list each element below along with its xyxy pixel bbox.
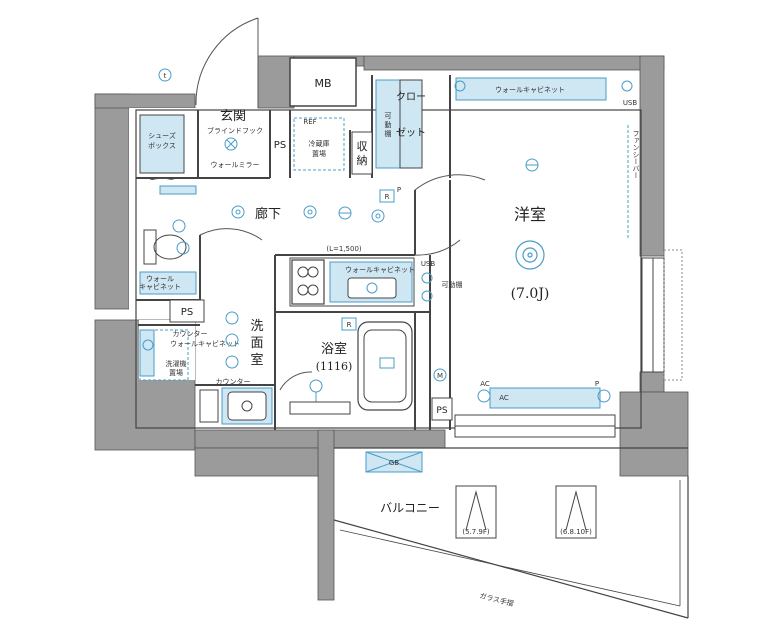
balcony-outline [333, 447, 689, 619]
wall-cabinet-kitchen-label: ウォールキャビネット [345, 265, 415, 274]
hatch-right-label: (6.8.10F) [560, 528, 592, 536]
ac-right-label: AC [499, 394, 509, 402]
western-room-size: (7.0J) [511, 286, 550, 302]
corridor-label: 廊下 [255, 206, 281, 222]
movable-shelf-kitchen-label: 可動棚 [442, 280, 463, 289]
ps-wash-box [169, 299, 205, 323]
counter-upper-label: カウンター [173, 329, 208, 338]
escape-hatch-right [555, 485, 597, 539]
entrance-label: 玄関 [220, 109, 246, 124]
mb-label: MB [314, 77, 331, 90]
r-corridor: R [385, 193, 390, 201]
closet-label: クローゼット [396, 91, 426, 139]
storage-label: 収納 [357, 140, 368, 167]
bathroom-label: 浴室 [321, 341, 347, 357]
fridge-label: 冷蔵庫置場 [309, 139, 330, 158]
bathtub [357, 321, 413, 411]
p-symbol-2: P [397, 186, 401, 194]
entrance-door [195, 17, 259, 108]
entrance-light-icon [224, 137, 238, 151]
hatch-left-label: (5.7.9F) [462, 528, 490, 536]
wall-bottom-strip [194, 447, 319, 477]
ac-left-label: AC [480, 380, 490, 388]
wall-cabinet-toilet [139, 271, 197, 295]
ref-tag: REF [303, 118, 316, 126]
kitchen-length-label: (L=1,500) [326, 245, 362, 253]
telephone-icon [158, 68, 172, 82]
balcony-label: バルコニー [380, 501, 440, 515]
wall-top-mid [257, 55, 295, 109]
shoes-box [139, 114, 185, 174]
wall-right-outer [639, 55, 665, 257]
counter-lower-label: カウンター [216, 377, 251, 386]
glass-rail-label: ガラス手摺 [479, 591, 515, 608]
telephone-label: t [164, 72, 167, 80]
smoke-detector-icon [525, 158, 539, 172]
ps-wash-label: PS [181, 307, 193, 318]
western-room-label: 洋室 [514, 205, 546, 224]
wall-cabinet-wash-label: ウォールキャビネット [170, 339, 240, 348]
washroom-label: 洗面室 [250, 319, 263, 368]
p-symbol-1: P [595, 380, 599, 388]
wall-left-outer [94, 93, 130, 310]
gb-label: GB [389, 459, 399, 467]
bathroom-size: (1116) [316, 360, 353, 373]
wall-top-left [94, 93, 196, 109]
wall-top-right [363, 55, 665, 71]
toilet-icon [143, 229, 187, 265]
mb-box [289, 57, 357, 107]
fridge-space [293, 117, 345, 171]
wall-bottom-pillar [317, 429, 335, 601]
sink [347, 277, 397, 299]
blind-hook-label: ブラインドフック [207, 126, 263, 135]
wall-mirror-label: ウォールミラー [211, 161, 260, 169]
closet-shelf [375, 79, 401, 169]
washer-label: 洗濯機置場 [166, 359, 187, 377]
wall-cabinet-room-label: ウォールキャビネット [495, 85, 565, 94]
corridor-lights [231, 205, 385, 223]
wall-right-lower [639, 371, 665, 393]
storage-box [351, 131, 373, 175]
closet-shelf-label: 可動棚 [385, 112, 392, 138]
usb-room-label: USB [623, 99, 638, 107]
room-door [414, 174, 486, 191]
wall-right-pillar [619, 391, 689, 477]
closet-box [399, 79, 423, 169]
fanshirly-label: ファンシーバー [632, 130, 640, 179]
shoes-box-label: シューズボックス [148, 131, 176, 150]
ps-balcony-box [431, 397, 453, 421]
ps-entrance-label: PS [274, 140, 286, 151]
stove [291, 259, 325, 305]
m-symbol: M [437, 372, 443, 380]
ps-balcony-label: PS [436, 406, 447, 416]
wall-cabinet-toilet-label: ウォールキャビネット [139, 275, 181, 291]
usb-kitchen-label: USB [421, 260, 436, 268]
escape-hatch-left [455, 485, 497, 539]
r-bath: R [347, 321, 352, 329]
room-light-icon [515, 240, 545, 270]
